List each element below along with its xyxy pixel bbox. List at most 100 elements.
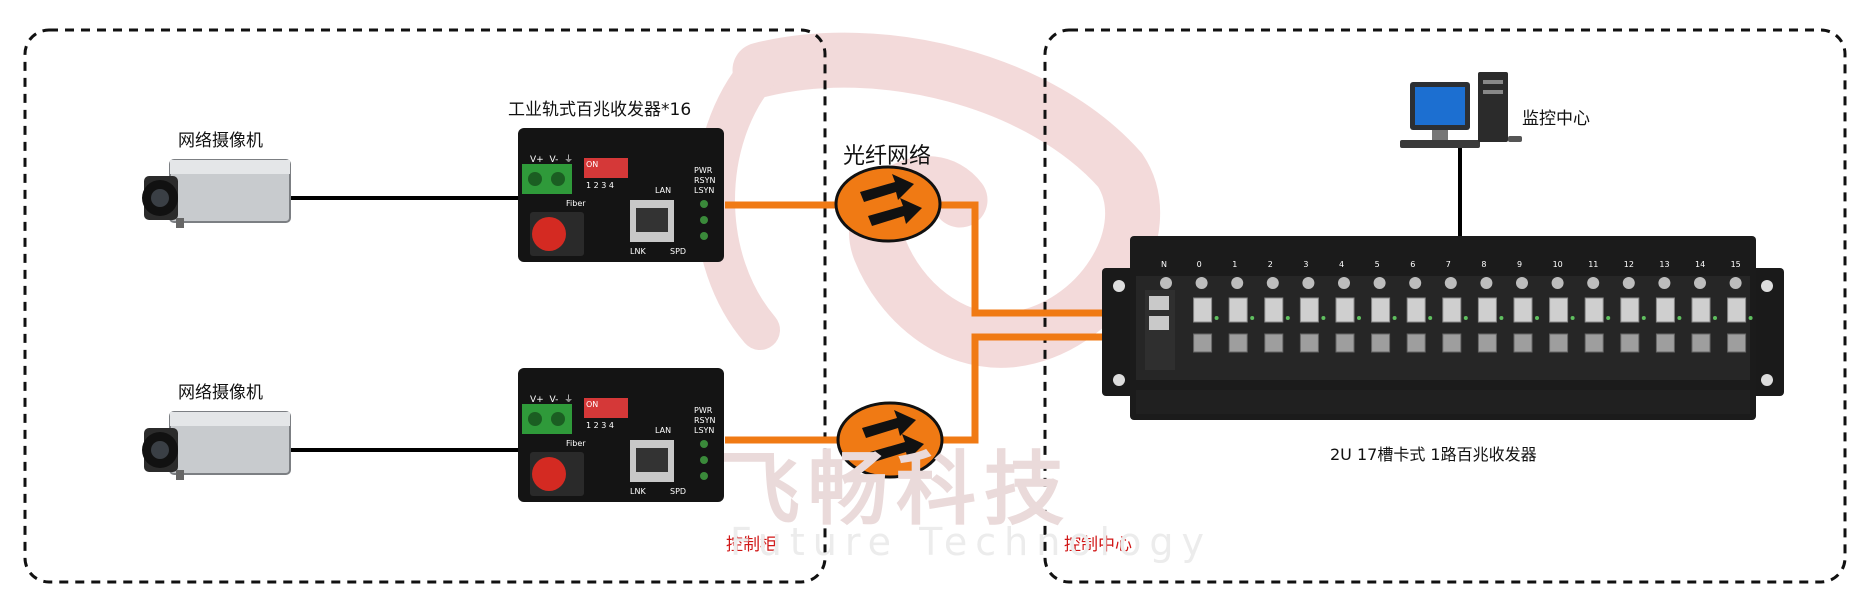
transceiver-bottom-dip-on: ON: [586, 400, 599, 409]
rack-slot-screw: [1338, 277, 1350, 289]
rack-slot-label: 11: [1588, 260, 1599, 269]
rack-caption: 2U 17槽卡式 1路百兆收发器: [1330, 445, 1537, 464]
rack-card-rj45-port: [1620, 333, 1640, 353]
rack-card-led: [1713, 316, 1717, 320]
rack-card-led: [1748, 316, 1753, 320]
rack-card-fiber-port: [1371, 297, 1391, 323]
fiber-network-label: 光纤网络: [843, 144, 932, 169]
rack-slot-screw: [1302, 277, 1315, 289]
transceiver-top-dip-numbers: 1 2 3 4: [586, 181, 614, 190]
camera-bottom-icon: [142, 411, 291, 480]
rack-card-led: [1250, 316, 1255, 320]
rack-card-fiber-port: [1335, 297, 1355, 323]
rack-card-fiber-port: [1584, 297, 1604, 323]
transceiver-title: 工业轨式百兆收发器*16: [508, 100, 692, 120]
rack-card-fiber-port: [1299, 297, 1319, 323]
rack-slot-screw: [1195, 277, 1208, 289]
watermark-cn: 飞畅科技: [720, 443, 1072, 536]
rack-card-fiber-port: [1620, 297, 1640, 323]
rack-slot-label: 1: [1232, 260, 1238, 269]
rack-slot-label: N: [1161, 260, 1167, 269]
rack-card-fiber-port: [1513, 297, 1533, 323]
transceiver-top-dip-on: ON: [586, 160, 599, 169]
rack-card-fiber-port: [1442, 297, 1462, 323]
rack-card-fiber-port: [1193, 297, 1213, 323]
rack-slot-label: 12: [1623, 260, 1634, 269]
rack-slot-label: 8: [1481, 260, 1487, 269]
camera-top-label: 网络摄像机: [178, 131, 263, 151]
rack-cards: [1160, 277, 1753, 353]
rack-chassis: [1102, 236, 1784, 420]
rack-slot-label: 15: [1730, 260, 1741, 269]
rack-slot-label: 4: [1339, 260, 1345, 269]
rack-card-fiber-port: [1655, 297, 1675, 323]
transceiver-top-fiber: Fiber: [566, 199, 586, 208]
rack-slot-screw: [1694, 277, 1706, 289]
rack-card-rj45-port: [1193, 333, 1213, 353]
transceiver-top-lnk: LNK: [630, 247, 646, 256]
watermark-en: Future Technology: [730, 520, 1212, 564]
center-zone-label: 控制中心: [1064, 535, 1132, 555]
rack-card-rj45-port: [1727, 333, 1747, 353]
transceiver-bottom-fiber: Fiber: [566, 439, 586, 448]
transceiver-top-terminals: V+ V- ⏚: [530, 155, 574, 165]
rack-card-rj45-port: [1264, 333, 1284, 353]
transceiver-bottom-spd: SPD: [670, 487, 687, 496]
rack-slot-label: 7: [1445, 260, 1451, 269]
rack-card-rj45-port: [1442, 333, 1462, 353]
rack-card-rj45-port: [1228, 333, 1248, 353]
rack-card-fiber-port: [1691, 297, 1711, 323]
rack-card-led: [1606, 316, 1611, 320]
rack-slot-label: 14: [1695, 260, 1706, 269]
rack-card-fiber-port: [1264, 297, 1284, 323]
rack-card-rj45-port: [1371, 333, 1391, 353]
rack-slot-screw: [1587, 277, 1600, 289]
rack-card-led: [1285, 316, 1290, 320]
transceiver-bottom-dip-numbers: 1 2 3 4: [586, 421, 614, 430]
rack-card-led: [1677, 316, 1682, 320]
fiber-switch-top-icon: [834, 165, 942, 243]
rack-slot-screw: [1160, 277, 1172, 289]
rack-card-led: [1321, 316, 1326, 320]
cabinet-zone-label: 控制柜: [726, 535, 777, 555]
rack-card-led: [1463, 316, 1468, 320]
control-cabinet-zone: [23, 28, 827, 584]
rack-card-led: [1570, 316, 1575, 320]
rack-slot-screw: [1409, 277, 1422, 289]
rack-slot-label: 2: [1267, 260, 1273, 269]
rack-slot-label: 0: [1196, 260, 1202, 269]
rack-slot-screw: [1266, 277, 1279, 289]
rack-slot-screw: [1658, 277, 1671, 289]
rack-card-led: [1499, 316, 1504, 320]
rack-slot-screw: [1551, 277, 1564, 289]
rack-card-rj45-port: [1477, 333, 1497, 353]
rack-card-rj45-port: [1691, 333, 1711, 353]
monitor-pc-icon: [1400, 72, 1522, 148]
transceiver-bottom-lnk: LNK: [630, 487, 646, 496]
rack-slot-screw: [1373, 277, 1386, 289]
rack-card-rj45-port: [1655, 333, 1675, 353]
rack-card-rj45-port: [1406, 333, 1426, 353]
rack-card-fiber-port: [1406, 297, 1426, 323]
rack-slot-screw: [1622, 277, 1635, 289]
rack-card-rj45-port: [1549, 333, 1569, 353]
transceiver-bottom: [518, 368, 724, 502]
rack-slot-label: 6: [1410, 260, 1416, 269]
rack-slot-screw: [1480, 277, 1493, 289]
monitor-center-label: 监控中心: [1522, 109, 1590, 129]
camera-bottom-label: 网络摄像机: [178, 383, 263, 403]
rack-card-rj45-port: [1513, 333, 1533, 353]
rack-card-rj45-port: [1299, 333, 1319, 353]
rack-slot-screw: [1231, 277, 1244, 289]
control-center-zone: [1043, 28, 1847, 584]
rack-slot-label: 5: [1374, 260, 1380, 269]
transceiver-top-lan: LAN: [655, 186, 672, 195]
rack-card-rj45-port: [1335, 333, 1355, 353]
rack-card-led: [1214, 316, 1219, 320]
rack-slot-label: 10: [1552, 260, 1563, 269]
transceiver-bottom-lan: LAN: [655, 426, 672, 435]
rack-card-led: [1535, 316, 1539, 320]
